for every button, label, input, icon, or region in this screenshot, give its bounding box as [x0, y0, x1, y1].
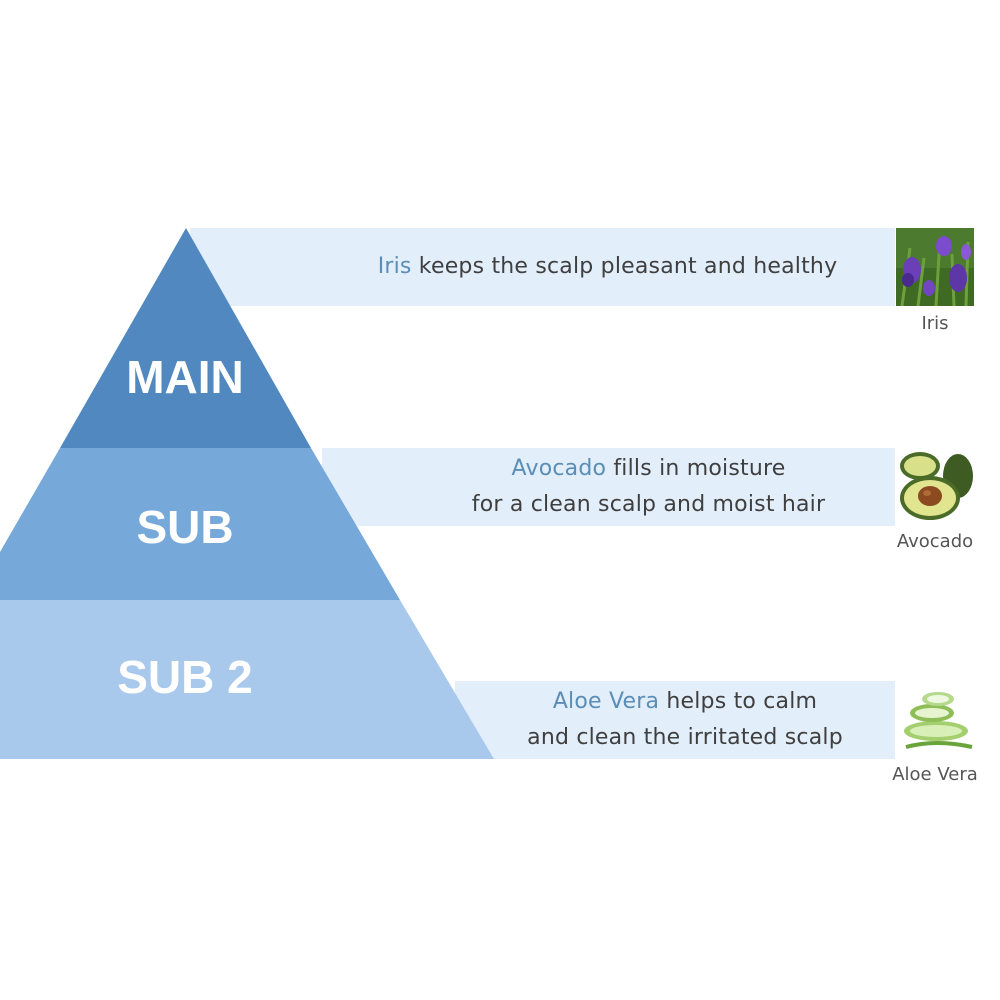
ingredient-description-line2: and clean the irritated scalp [527, 725, 843, 750]
ingredient-caption-iris: Iris [921, 313, 949, 334]
pyramid-tier-label-main: MAIN [126, 351, 244, 403]
pyramid-tier-sub-2 [0, 600, 494, 759]
pyramid-tier-sub [0, 448, 400, 600]
ingredient-name-highlight: Iris [377, 254, 412, 279]
ingredient-description-text: keeps the scalp pleasant and healthy [411, 254, 838, 279]
ingredient-description-line1: Iris keeps the scalp pleasant and health… [248, 249, 838, 285]
pyramid-tier-main [60, 228, 311, 448]
aloe-vera-icon [896, 681, 974, 759]
ingredient-description-line1: Avocado fills in moisture [432, 451, 786, 487]
ingredient-band-aloe-vera: Aloe Vera helps to calm and clean the ir… [455, 681, 895, 759]
pyramid-tier-label-sub-2: SUB 2 [117, 651, 253, 703]
ingredient-caption-aloe-vera: Aloe Vera [892, 764, 978, 785]
ingredient-name-highlight: Avocado [511, 456, 607, 481]
ingredient-band-iris: Iris keeps the scalp pleasant and health… [190, 228, 895, 306]
ingredient-description-text: helps to calm [659, 689, 818, 714]
ingredient-description-line1: Aloe Vera helps to calm [533, 684, 817, 720]
ingredient-caption-avocado: Avocado [896, 531, 974, 552]
ingredient-description-line2: for a clean scalp and moist hair [471, 492, 826, 517]
pyramid-tier-label-sub: SUB [136, 501, 234, 553]
iris-flower-icon [896, 228, 974, 306]
ingredient-description-text: fills in moisture [606, 456, 786, 481]
ingredient-name-highlight: Aloe Vera [552, 689, 660, 714]
avocado-icon [896, 448, 974, 526]
ingredient-band-avocado: Avocado fills in moisture for a clean sc… [322, 448, 895, 526]
